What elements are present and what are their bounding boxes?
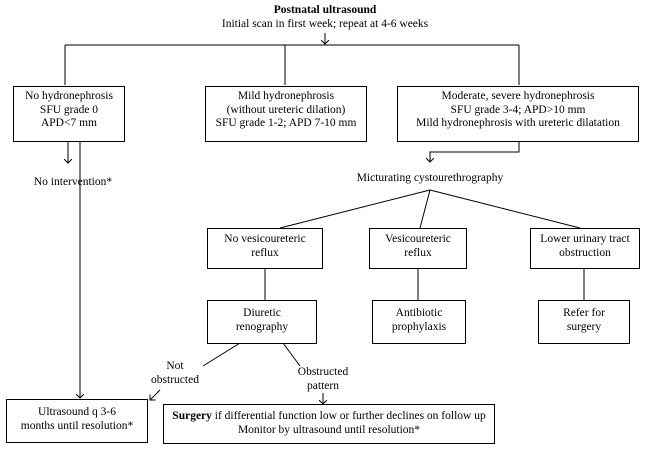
label-line: obstructed	[151, 373, 199, 386]
no-intervention-label: No intervention*	[33, 176, 113, 188]
obstructed-pattern-label: Obstructed pattern	[286, 366, 360, 393]
box-line: No hydronephrosis	[25, 90, 113, 102]
box-line: reflux	[251, 246, 279, 259]
box-refer-surgery: Refer for surgery	[538, 300, 630, 344]
box-line: No vesicoureteric	[224, 233, 306, 245]
box-line: reflux	[404, 246, 432, 259]
box-line: Vesicoureteric	[385, 233, 451, 245]
box-line: Mild hydronephrosis	[237, 90, 335, 102]
box-line: obstruction	[559, 246, 611, 259]
page-title: Postnatal ultrasound	[273, 4, 377, 16]
box-surgery: Surgery if differential function low or …	[163, 404, 495, 444]
surgery-bold-word: Surgery	[172, 410, 212, 422]
box-line: surgery	[566, 320, 602, 333]
label-line: Obstructed	[297, 366, 349, 378]
box-vur: Vesicoureteric reflux	[369, 228, 467, 269]
box-line: Diuretic	[243, 307, 281, 319]
box-lut-obstruction: Lower urinary tract obstruction	[530, 228, 640, 269]
box-line: Ultrasound q 3-6	[38, 406, 116, 418]
label-line: pattern	[307, 379, 339, 392]
box-line: months until resolution*	[20, 419, 134, 432]
box-line: Antibiotic	[395, 307, 443, 319]
box-no-vur: No vesicoureteric reflux	[207, 228, 323, 269]
not-obstructed-label: Not obstructed	[143, 360, 207, 387]
box-line: Lower urinary tract	[540, 233, 630, 245]
box-line: prophylaxis	[391, 320, 447, 333]
box-line: Refer for	[563, 307, 605, 319]
page-subtitle: Initial scan in first week; repeat at 4-…	[221, 18, 429, 30]
box-line: Moderate, severe hydronephrosis	[441, 90, 595, 102]
label-line: Not	[166, 360, 184, 372]
box-no-hydronephrosis: No hydronephrosis SFU grade 0 APD<7 mm	[13, 86, 125, 142]
surgery-line-1: Surgery if differential function low or …	[164, 410, 494, 424]
box-ultrasound-followup: Ultrasound q 3-6 months until resolution…	[6, 399, 148, 443]
box-antibiotic-prophylaxis: Antibiotic prophylaxis	[372, 300, 466, 344]
surgery-line-2: Monitor by ultrasound until resolution*	[237, 423, 421, 436]
box-line: (without ureteric dilation)	[226, 103, 346, 116]
box-line: Mild hydronephrosis with ureteric dilata…	[416, 117, 620, 129]
box-line: renography	[235, 320, 289, 333]
mcu-label: Micturating cystourethrography	[356, 172, 504, 184]
box-line: SFU grade 3-4; APD>10 mm	[450, 103, 586, 116]
box-moderate-hydronephrosis: Moderate, severe hydronephrosis SFU grad…	[397, 86, 639, 142]
box-mild-hydronephrosis: Mild hydronephrosis (without ureteric di…	[205, 86, 367, 142]
box-line: SFU grade 1-2; APD 7-10 mm	[215, 117, 357, 129]
box-diuretic-renography: Diuretic renography	[207, 300, 317, 344]
surgery-line-1-rest: if differential function low or further …	[211, 410, 486, 422]
box-line: SFU grade 0	[39, 103, 99, 116]
box-line: APD<7 mm	[40, 117, 97, 129]
